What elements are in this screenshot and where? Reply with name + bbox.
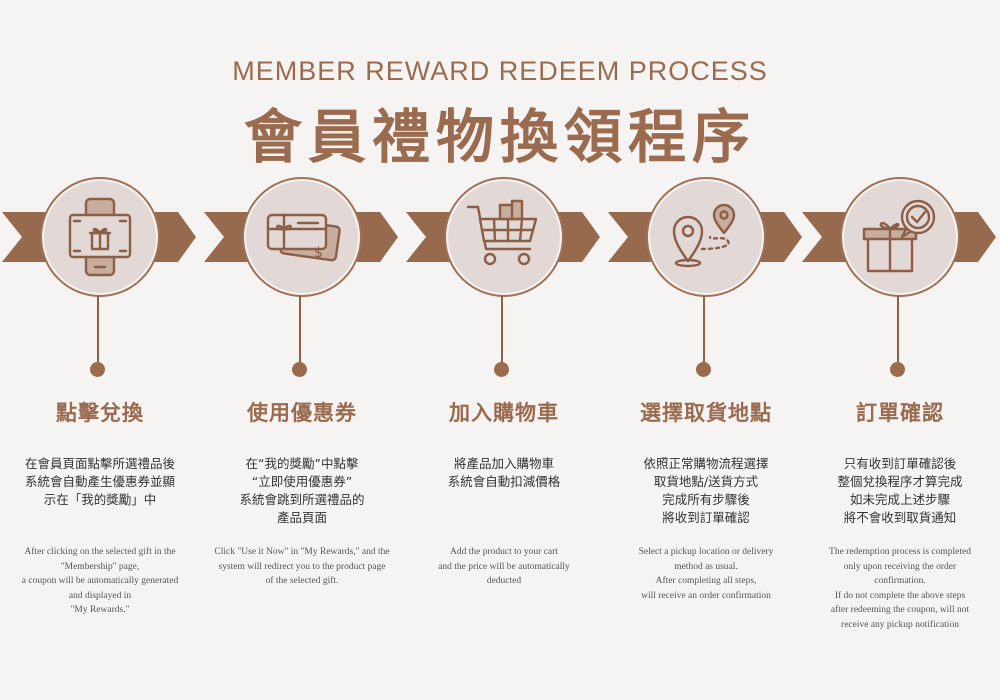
step-icon-circle xyxy=(40,177,160,297)
step-4: 選擇取貨地點 依照正常購物流程選擇 取貨地點/送貨方式 完成所有步驟後 將收到訂… xyxy=(606,175,806,695)
page-title: 會員禮物換領程序 xyxy=(243,103,756,171)
connector-line xyxy=(97,296,99,366)
gift-card-icon: $ xyxy=(266,213,341,262)
step-title: 訂單確認 xyxy=(856,401,944,425)
shopping-cart-icon xyxy=(466,199,538,266)
step-3: 加入購物車 將產品加入購物車 系統會自動扣減價格 Add the product… xyxy=(404,175,604,695)
step-description-zh: 只有收到訂單確認後 整個兌換程序才算完成 如未完成上述步驟 將不會收到取貨通知 xyxy=(837,456,963,525)
step-icon-circle xyxy=(444,177,564,297)
step-title: 選擇取貨地點 xyxy=(640,401,772,425)
connector-dot xyxy=(696,362,711,377)
connector-line xyxy=(501,296,503,366)
connector-dot xyxy=(90,362,105,377)
gift-check-icon xyxy=(862,199,936,273)
connector-dot xyxy=(292,362,307,377)
step-description-zh: 在會員頁面點擊所選禮品後 系統會自動產生優惠券並顯 示在「我的獎勵」中 xyxy=(24,456,175,507)
connector-line xyxy=(703,296,705,366)
step-description-en: The redemption process is completed only… xyxy=(829,547,971,630)
step-title: 加入購物車 xyxy=(449,401,559,425)
connector-dot xyxy=(494,362,509,377)
connector-line xyxy=(299,296,301,366)
step-description-en: Add the product to your cart and the pri… xyxy=(438,547,570,586)
step-2: $ 使用優惠券 在“我的獎勵”中點擊 “立即使用優惠券” 系統會跳到所選禮品的 … xyxy=(202,175,402,695)
step-icon-circle xyxy=(646,177,766,297)
step-description-en: Click "Use it Now" in "My Rewards," and … xyxy=(214,547,390,586)
step-icon-circle: $ xyxy=(242,177,362,297)
step-description-zh: 在“我的獎勵”中點擊 “立即使用優惠券” 系統會跳到所選禮品的 產品頁面 xyxy=(239,456,365,525)
step-title: 使用優惠券 xyxy=(247,401,357,425)
step-1: 點擊兌換 在會員頁面點擊所選禮品後 系統會自動產生優惠券並顯 示在「我的獎勵」中… xyxy=(0,175,200,695)
step-icon-circle xyxy=(840,177,960,297)
step-description-zh: 依照正常購物流程選擇 取貨地點/送貨方式 完成所有步驟後 將收到訂單確認 xyxy=(643,456,769,525)
connector-dot xyxy=(890,362,905,377)
page-subtitle-en: MEMBER REWARD REDEEM PROCESS xyxy=(232,56,768,86)
phone-gift-icon xyxy=(68,197,132,277)
pickup-location-icon xyxy=(672,203,736,268)
svg-text:$: $ xyxy=(314,245,323,261)
connector-line xyxy=(897,296,899,366)
step-title: 點擊兌換 xyxy=(56,401,144,425)
step-description-en: After clicking on the selected gift in t… xyxy=(21,547,179,615)
step-5: 訂單確認 只有收到訂單確認後 整個兌換程序才算完成 如未完成上述步驟 將不會收到… xyxy=(800,175,1000,695)
step-description-zh: 將產品加入購物車 系統會自動扣減價格 xyxy=(447,456,561,489)
step-description-en: Select a pickup location or delivery met… xyxy=(638,547,774,601)
